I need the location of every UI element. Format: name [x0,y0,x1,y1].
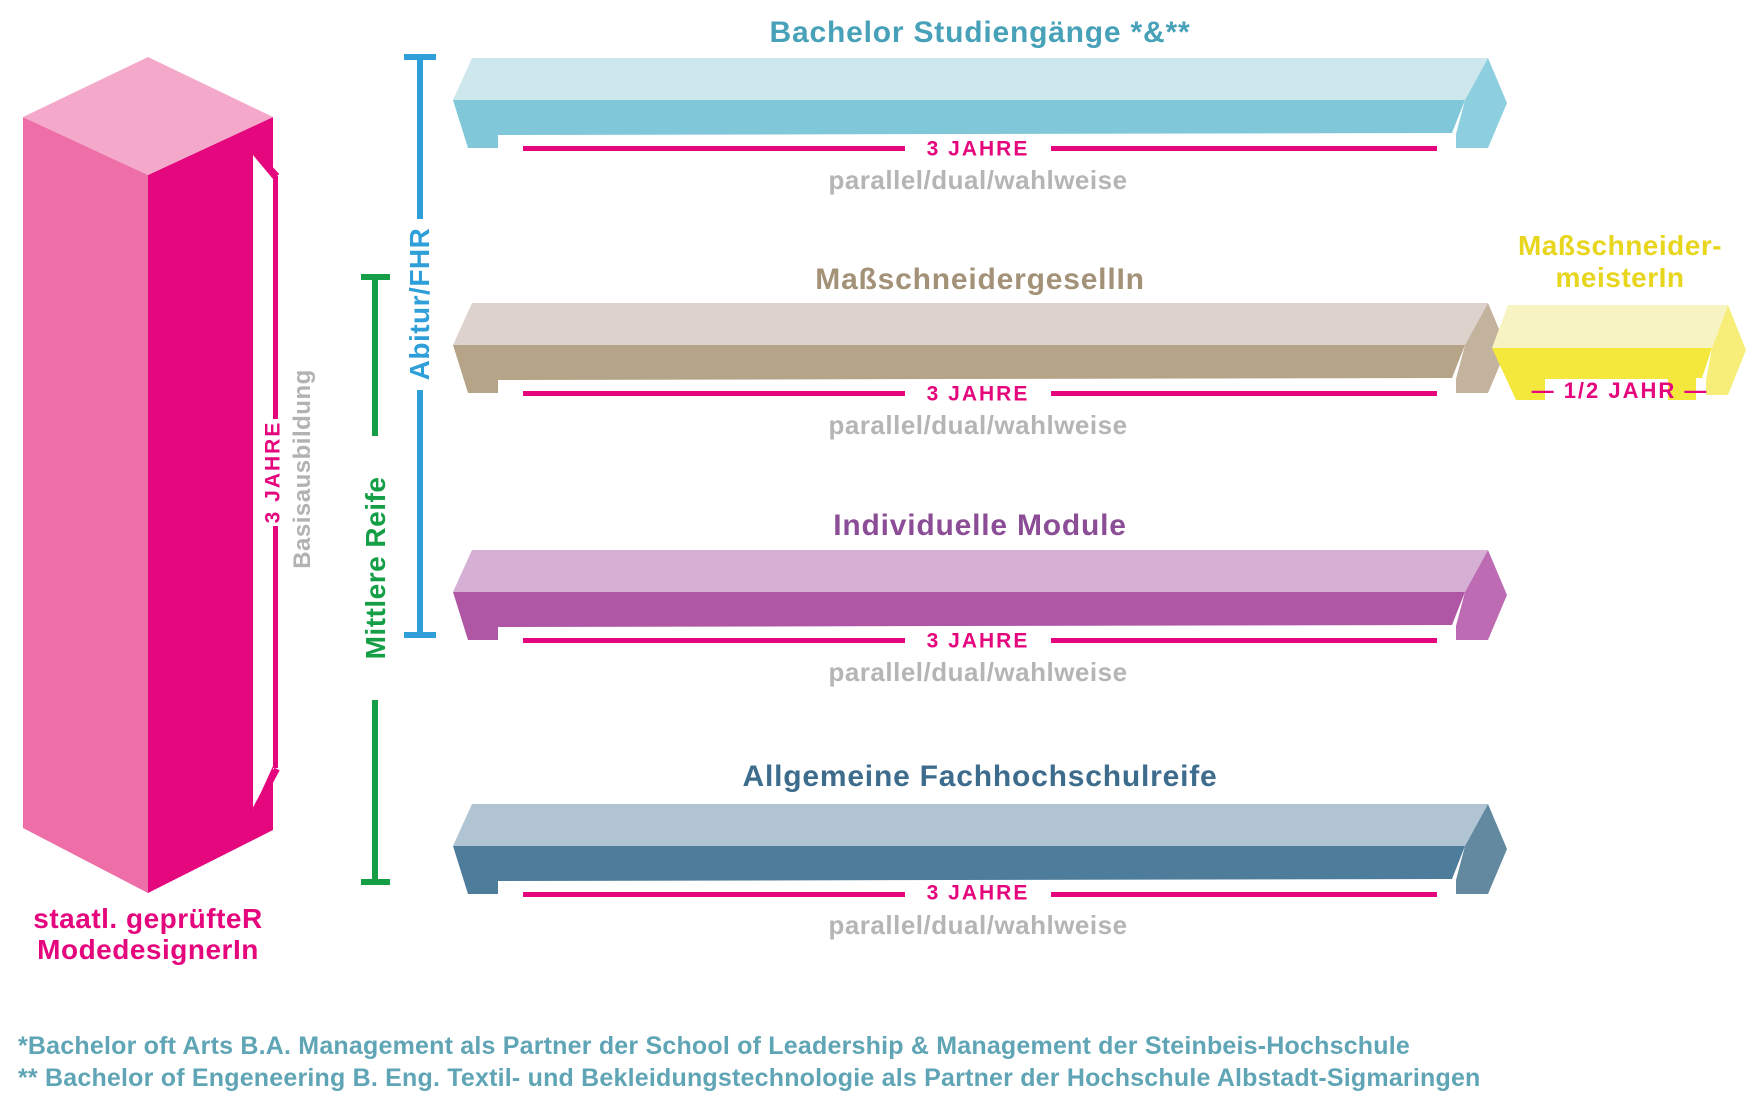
bar-bachelor-mode: parallel/dual/wahlweise [828,165,1128,195]
footnotes: *Bachelor oft Arts B.A. Management als P… [18,1030,1481,1094]
mittlere-reife-bracket [361,274,390,885]
bar-front-face [453,345,1465,393]
meister-top-face [1492,305,1728,348]
bar-module [453,550,1507,643]
bar-geselle-duration: 3 JAHRE [926,382,1030,406]
blue-tick-bottom [404,632,436,638]
bar-top-face [453,804,1488,846]
column-bracket-line-upper [273,176,278,419]
bar-front-face [453,592,1465,640]
meister-front-face [1492,348,1712,400]
column-bracket-tick-top [251,148,280,179]
duration-line-left [523,638,905,643]
bar-fachhochschulreife [453,804,1507,897]
duration-line-left [523,391,905,396]
duration-line-left [523,892,905,897]
bar-bachelor [453,58,1507,151]
column-3d [23,57,280,893]
column-caption-line2: ModedesignerIn [37,934,259,965]
bar-top-face [453,58,1488,100]
meister-label-line2: meisterIn [1555,262,1685,293]
bar-end-cap [1456,303,1507,393]
bar-front-face [453,846,1465,894]
footnote-2: ** Bachelor of Engeneering B. Eng. Texti… [18,1064,1481,1092]
meister-label-line1: Maßschneider- [1517,230,1723,261]
mittlere-reife-bracket-label: Mittlere Reife [360,476,391,660]
bar-bachelor-label: Bachelor Studiengänge *&** [769,16,1191,49]
column-side-label: Basisausbildung [289,369,316,569]
bar-end-cap [1456,550,1507,640]
green-line-lower [372,700,378,882]
meister-duration: — 1/2 JAHR — [1531,378,1709,403]
bar-module-duration: 3 JAHRE [926,629,1030,653]
column-left-face [23,117,148,893]
blue-line-lower [417,390,423,635]
column-right-face [148,117,273,893]
bar-end-cap [1456,804,1507,894]
column-duration-label: 3 JAHRE [261,420,285,524]
green-line-upper [372,274,378,436]
blue-line-upper [417,54,423,219]
abitur-bracket-label: Abitur/FHR [404,227,435,381]
bar-geselle [453,303,1507,396]
column-bracket-line-lower [273,526,278,768]
column-bracket-tick-bottom [252,767,280,812]
bar-front-face [453,100,1465,148]
bar-fachhochschulreife-mode: parallel/dual/wahlweise [828,910,1128,940]
bar-top-face [453,550,1488,592]
column-top-face [23,57,273,175]
bar-top-face [453,303,1488,345]
bar-meister [1492,305,1746,400]
duration-line-right [1051,892,1437,897]
bar-fachhochschulreife-duration: 3 JAHRE [926,881,1030,905]
bar-fachhochschulreife-label: Allgemeine Fachhochschulreife [742,760,1218,793]
column-groove [253,155,273,810]
bar-end-cap [1456,58,1507,148]
footnote-1: *Bachelor oft Arts B.A. Management als P… [18,1032,1411,1060]
bar-module-label: Individuelle Module [833,509,1127,542]
meister-end-cap [1706,305,1746,395]
duration-line-right [1051,638,1437,643]
column-caption-line1: staatl. geprüfteR [33,903,263,934]
green-tick-bottom [361,879,390,885]
bar-geselle-mode: parallel/dual/wahlweise [828,410,1128,440]
bar-bachelor-duration: 3 JAHRE [926,137,1030,161]
abitur-bracket [404,54,436,638]
duration-line-left [523,146,905,151]
duration-line-right [1051,146,1437,151]
bar-geselle-label: MaßschneidergesellIn [815,263,1145,296]
duration-line-right [1051,391,1437,396]
bar-module-mode: parallel/dual/wahlweise [828,657,1128,687]
